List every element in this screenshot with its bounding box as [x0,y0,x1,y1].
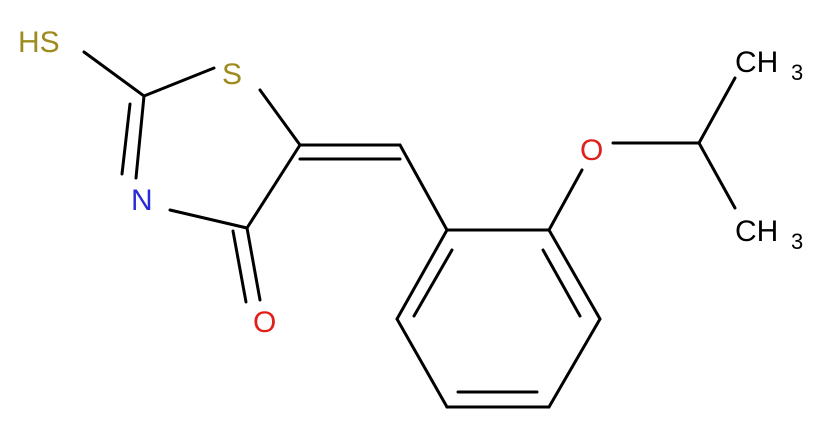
bond-c4-o [245,226,262,302]
bond-s1-c5 [258,88,302,147]
bond-b6-b1-inner [412,248,454,318]
bond-c4-o-double [231,229,248,304]
bond-b3-b4 [547,317,602,409]
bond-ch-ch3-bottom [697,141,737,210]
methyl-bottom-subscript: 3 [791,229,803,254]
bond-b5-b6 [395,317,449,409]
bond-n3-c2-double [120,102,132,176]
carbonyl-oxygen-label: O [253,306,276,339]
bond-c2-sh [82,50,146,98]
methyl-bottom-text: CH [735,215,778,248]
methyl-bottom-label: CH 3 [735,215,803,254]
bond-exo-ring [398,143,449,232]
ring-nitrogen-label: N [131,184,153,217]
methyl-top-text: CH [735,46,778,79]
bonds [82,50,737,409]
bond-c4-n3 [168,208,249,230]
atom-labels: HS S N O O CH 3 CH 3 [18,26,803,339]
bond-c2-s1 [142,66,216,98]
bond-n3-c2 [134,94,146,180]
ether-oxygen-label: O [580,134,603,167]
bond-b2-o [547,168,584,232]
bond-c5-c4 [245,143,302,230]
methyl-top-subscript: 3 [791,60,803,85]
thiol-label: HS [18,26,60,59]
bond-b2-b3-inner [541,248,582,318]
bond-b2-b3 [547,228,602,321]
methyl-top-label: CH 3 [735,46,803,85]
bond-b6-b1 [395,228,449,321]
bond-ch-ch3-top [697,76,737,145]
ring-sulfur-label: S [222,58,242,91]
